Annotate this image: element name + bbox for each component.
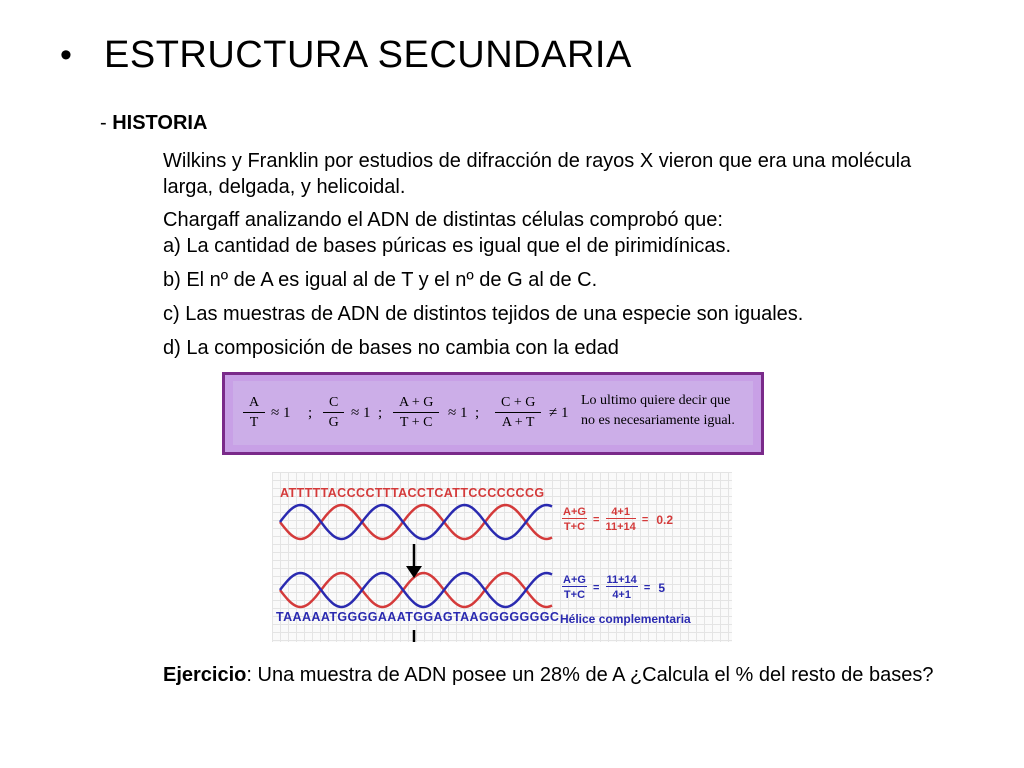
- exercise-text: : Una muestra de ADN posee un 28% de A ¿…: [246, 664, 934, 686]
- ratio-equals: =: [643, 581, 651, 594]
- ratio-result: 0.2: [656, 512, 674, 527]
- fraction-numerator: A: [243, 395, 266, 413]
- fraction-denominator: T + C: [399, 415, 433, 430]
- ratio-numerator: 4+1: [605, 506, 636, 519]
- dna-helix-drawing: [279, 503, 553, 642]
- separator-2: ;: [378, 405, 383, 421]
- separator-3: ;: [475, 405, 480, 421]
- formula-note: Lo ultimo quiere decir que no es necesar…: [581, 391, 735, 431]
- paragraph-point-c: c) Las muestras de ADN de distintos teji…: [163, 303, 804, 325]
- fraction-c-over-g: C G: [323, 395, 345, 431]
- bottom-ratio: A+G T+C = 11+14 4+1 = 5: [562, 574, 665, 601]
- subtitle-prefix: -: [100, 112, 113, 134]
- ratio-denominator: 11+14: [605, 521, 636, 533]
- paragraph-wilkins: Wilkins y Franklin por estudios de difra…: [163, 150, 912, 198]
- paragraph-point-d: d) La composición de bases no cambia con…: [163, 337, 619, 359]
- title-bullet: •: [60, 36, 72, 74]
- ratio-denominator: T+C: [563, 589, 586, 601]
- bottom-helix-blue-strand: [279, 571, 553, 609]
- ratio-number-fraction: 4+1 11+14: [605, 506, 636, 533]
- ratio-denominator: T+C: [563, 521, 586, 533]
- separator-1: ;: [308, 405, 313, 421]
- fraction-denominator: A + T: [501, 415, 535, 430]
- title-row: • ESTRUCTURA SECUNDARIA: [60, 36, 632, 74]
- formula-box-inner: A T ≈ 1 ; C G ≈ 1 ; A + G T + C ≈ 1 ; C …: [233, 381, 753, 445]
- note-line-1: Lo ultimo quiere decir que: [581, 393, 731, 408]
- paragraph-point-a: a) La cantidad de bases púricas es igual…: [163, 235, 732, 257]
- ratio-equals: =: [641, 513, 649, 526]
- fraction-denominator: G: [328, 415, 339, 430]
- fraction-numerator: C + G: [495, 395, 542, 413]
- subtitle: - HISTORIA: [100, 112, 207, 135]
- fraction-numerator: C: [323, 395, 345, 413]
- relation-2: ≈ 1: [351, 405, 371, 421]
- ratio-equals: =: [593, 513, 600, 526]
- exercise-label: Ejercicio: [163, 664, 247, 686]
- top-helix: [279, 503, 553, 541]
- dna-diagram: ATTTTTACCCCTTTACCTCATTCCCCCCCG A+G T+C =…: [272, 472, 732, 642]
- ratio-numerator: A+G: [562, 506, 587, 519]
- slide-title: ESTRUCTURA SECUNDARIA: [104, 34, 632, 76]
- bottom-dna-sequence: TAAAAATGGGGAAATGGAGTAAGGGGGGGC: [276, 610, 560, 624]
- exercise: Ejercicio: Una muestra de ADN posee un 2…: [163, 662, 963, 689]
- down-arrow-icon: [406, 544, 422, 578]
- ratio-numerator: A+G: [562, 574, 587, 587]
- fraction-numerator: A + G: [393, 395, 440, 413]
- helix-label: Hélice complementaria: [560, 612, 691, 626]
- ratio-equals: =: [593, 581, 600, 594]
- formula-box: A T ≈ 1 ; C G ≈ 1 ; A + G T + C ≈ 1 ; C …: [222, 372, 764, 455]
- ratio-symbol-fraction: A+G T+C: [562, 506, 587, 533]
- fraction-a-over-t: A T: [243, 395, 266, 431]
- top-ratio: A+G T+C = 4+1 11+14 = 0.2: [562, 506, 673, 533]
- subtitle-text: HISTORIA: [112, 112, 208, 134]
- ratio-result: 5: [658, 580, 666, 595]
- relation-1: ≈ 1: [271, 405, 291, 421]
- top-helix-red-strand: [279, 503, 553, 541]
- paragraph-point-b: b) El nº de A es igual al de T y el nº d…: [163, 269, 598, 291]
- paragraph-chargaff: Chargaff analizando el ADN de distintas …: [163, 209, 723, 231]
- top-helix-blue-strand: [279, 503, 553, 541]
- ratio-denominator: 4+1: [612, 589, 631, 601]
- relation-4: ≠ 1: [549, 405, 569, 421]
- note-line-2: no es necesariamente igual.: [581, 413, 735, 428]
- top-dna-sequence: ATTTTTACCCCTTTACCTCATTCCCCCCCG: [280, 486, 545, 500]
- ratio-symbol-fraction: A+G T+C: [562, 574, 587, 601]
- ratio-numerator: 11+14: [605, 574, 638, 587]
- ratio-number-fraction: 11+14 4+1: [605, 574, 638, 601]
- bottom-helix-red-strand: [279, 571, 553, 609]
- fraction-cg-over-at: C + G A + T: [495, 395, 542, 431]
- fraction-ag-over-tc: A + G T + C: [393, 395, 440, 431]
- bottom-helix: [279, 571, 553, 609]
- relation-3: ≈ 1: [448, 405, 468, 421]
- fraction-denominator: T: [249, 415, 259, 430]
